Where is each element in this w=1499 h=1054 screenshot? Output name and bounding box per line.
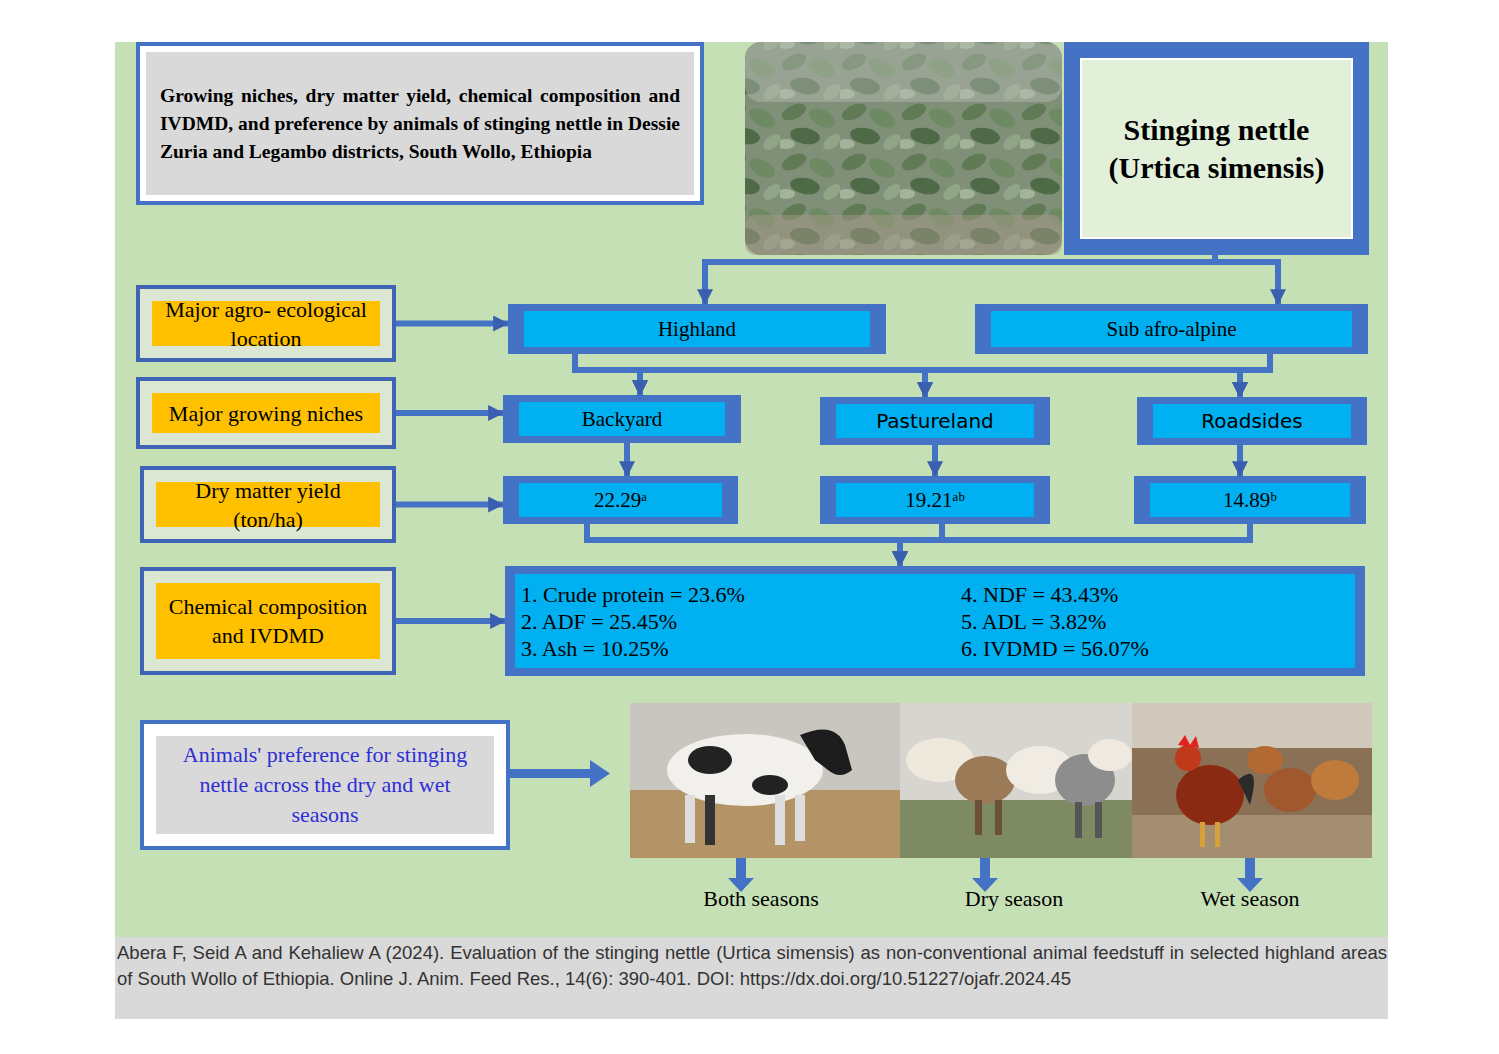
- season-label: Both seasons: [703, 886, 819, 912]
- small-ruminants-photo: [900, 703, 1132, 858]
- node-text: 19.21ᵃᵇ: [905, 487, 965, 513]
- niche-box: Pastureland: [820, 397, 1050, 445]
- nettle-photo: [745, 42, 1062, 255]
- flow-arrow: [925, 354, 1270, 397]
- flow-arrow: [575, 354, 925, 397]
- node-text: Growing niches, dry matter yield, chemic…: [160, 82, 680, 166]
- node-text: 5. ADL = 3.82%: [961, 608, 1106, 635]
- citation-caption: Abera F, Seid A and Kehaliew A (2024). E…: [117, 940, 1387, 992]
- cow-photo: [630, 703, 900, 858]
- flow-arrow: [932, 445, 938, 476]
- node-text: Pastureland: [876, 408, 994, 434]
- location-box: Sub afro-alpine: [975, 304, 1368, 354]
- yield-box: 22.29ᵃ: [503, 476, 738, 524]
- flow-arrow: [587, 524, 900, 566]
- season-label: Dry season: [965, 886, 1063, 912]
- node-text: Chemical composition and IVDMD: [162, 592, 374, 650]
- chickens-photo: [1132, 703, 1372, 858]
- row-label-box: Major growing niches: [136, 377, 396, 449]
- node-text: Major growing niches: [169, 399, 363, 428]
- node-text: Roadsides: [1201, 408, 1303, 434]
- yield-box: 19.21ᵃᵇ: [820, 476, 1050, 524]
- node-text: 22.29ᵃ: [594, 487, 647, 513]
- flow-arrow: [900, 524, 1250, 566]
- node-text: Backyard: [582, 406, 662, 432]
- flow-arrow: [396, 321, 508, 327]
- niche-box: Roadsides: [1137, 397, 1367, 445]
- flow-arrow: [1240, 354, 1270, 397]
- flow-arrow: [575, 354, 1240, 397]
- node-text: 3. Ash = 10.25%: [521, 635, 668, 662]
- flow-arrow: [396, 502, 503, 508]
- node-text: Animals' preference for stinging nettle …: [164, 740, 486, 830]
- node-text: Highland: [658, 316, 736, 342]
- node-text: 1. Crude protein = 23.6%: [521, 581, 745, 608]
- yield-box: 14.89ᵇ: [1134, 476, 1366, 524]
- caption-band: [115, 937, 1388, 1019]
- flow-arrow: [640, 354, 1270, 395]
- node-text: Sub afro-alpine: [1106, 316, 1236, 342]
- flow-arrow: [624, 443, 630, 476]
- photo-arrows: [510, 760, 1263, 892]
- title-box: Growing niches, dry matter yield, chemic…: [136, 42, 704, 205]
- niche-box: Backyard: [503, 395, 741, 443]
- flow-arrow: [396, 410, 503, 416]
- flow-arrow: [705, 255, 1215, 304]
- row-label-box: Chemical composition and IVDMD: [140, 567, 396, 675]
- node-text: Major agro- ecological location: [158, 295, 374, 353]
- green-panel: [115, 42, 1388, 937]
- composition-box: 1. Crude protein = 23.6%2. ADF = 25.45%3…: [505, 566, 1365, 676]
- node-text: 14.89ᵇ: [1223, 487, 1277, 513]
- row-label-box: Major agro- ecological location: [136, 285, 396, 362]
- flow-arrow: [1215, 255, 1278, 304]
- node-text: 6. IVDMD = 56.07%: [961, 635, 1149, 662]
- node-text: Dry matter yield (ton/ha): [162, 476, 374, 534]
- node-text: 4. NDF = 43.43%: [961, 581, 1118, 608]
- subject-box: Stinging nettle (Urtica simensis): [1064, 42, 1369, 255]
- preference-box: Animals' preference for stinging nettle …: [140, 720, 510, 850]
- row-label-box: Dry matter yield (ton/ha): [140, 466, 396, 543]
- season-label: Wet season: [1200, 886, 1299, 912]
- flow-arrow: [575, 354, 640, 395]
- flow-arrow: [1237, 445, 1243, 476]
- flow-arrow: [900, 524, 942, 566]
- node-text: 2. ADF = 25.45%: [521, 608, 677, 635]
- node-text: Stinging nettle (Urtica simensis): [1094, 111, 1339, 187]
- location-box: Highland: [508, 304, 886, 354]
- flow-arrow: [396, 618, 505, 624]
